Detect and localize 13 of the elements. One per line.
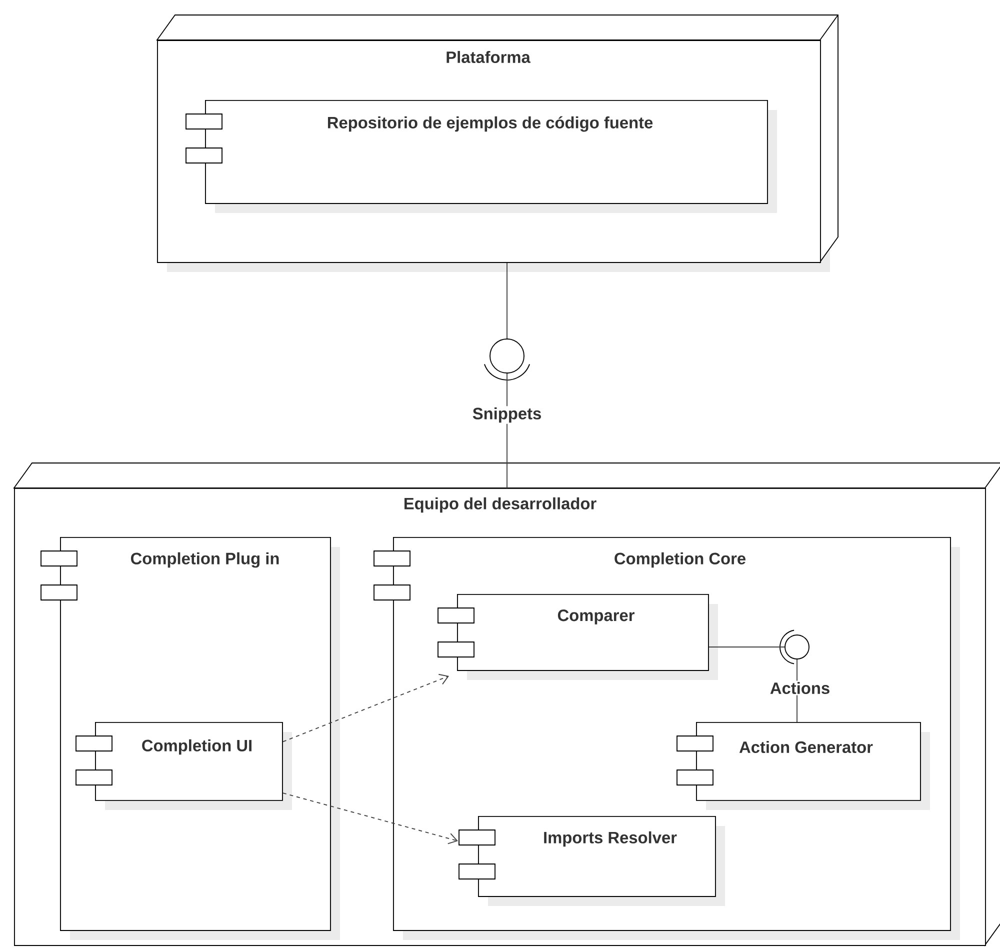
connector: [708, 646, 785, 648]
component-box: Imports Resolver: [458, 816, 716, 897]
connector: [506, 262, 508, 339]
interface-label: Actions: [768, 680, 832, 696]
interface-symbol: [484, 338, 530, 380]
dependency-arrow: [282, 674, 449, 742]
component-box: Comparer: [438, 594, 709, 671]
component-box: Action Generator: [676, 722, 921, 801]
component-box: Repositorio de ejemplos de código fuente: [186, 100, 768, 204]
component-box: Completion UI: [76, 722, 283, 801]
interface-label: Snippets: [471, 406, 543, 424]
interface-symbol: [780, 630, 810, 664]
dependency-arrow: [282, 792, 458, 844]
